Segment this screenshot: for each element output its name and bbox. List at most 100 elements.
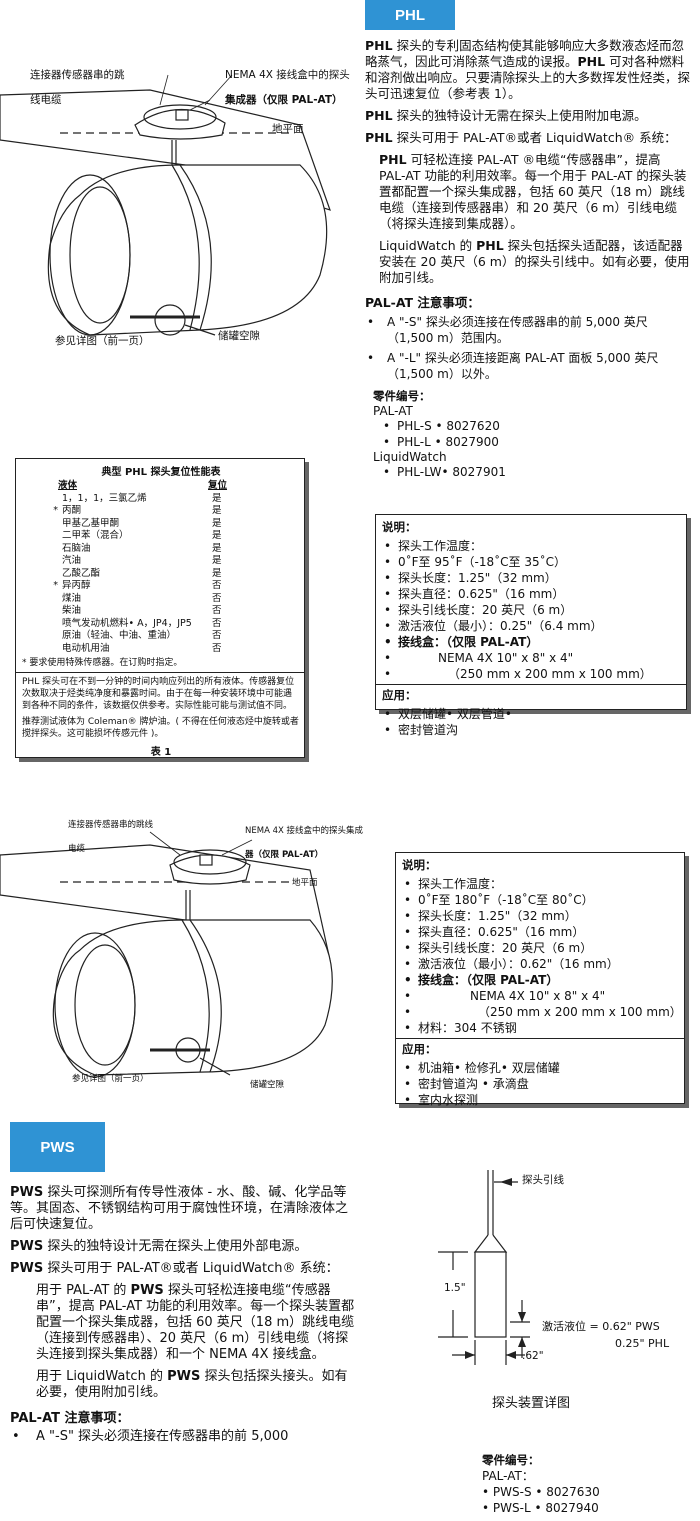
list-item: 探头直径：0.625"（16 mm） xyxy=(402,924,678,940)
phl-parts: 零件编号： PAL-AT PHL-S • 8027620 PHL-L • 802… xyxy=(373,388,690,480)
pws-paragraph-3: PWS 探头可用于 PAL-AT®或者 LiquidWatch® 系统： xyxy=(10,1261,339,1276)
table-cell-reset: 是 xyxy=(212,505,222,516)
label-activation-level-phl: 0.25" PHL xyxy=(615,1337,670,1350)
table-row: 电动机用油否 xyxy=(22,643,300,656)
list-item: 探头长度：1.25"（32 mm） xyxy=(382,570,680,586)
phl-tab: PHL xyxy=(365,0,455,30)
pws-parts: 零件编号： PAL-AT： • PWS-S • 8027630 • PWS-L … xyxy=(482,1452,682,1516)
table-cell-marker xyxy=(22,568,62,581)
table-cell-marker xyxy=(22,518,62,531)
spec-list: 探头工作温度： 0˚F至 180˚F（-18˚C至 80˚C） 探头长度：1.2… xyxy=(402,876,682,1036)
list-item: NEMA 4X 10" x 8" x 4" xyxy=(382,650,680,666)
label-jumper-cable: 连接器传感器串的跳 xyxy=(30,69,125,81)
list-item: 激活液位（最小）：0.62"（16 mm） xyxy=(402,956,678,972)
list-item: 机油箱• 检修孔• 双层储罐 xyxy=(402,1060,678,1076)
spec-title: 说明： xyxy=(402,858,437,872)
label-tank-gap: 储罐空隙 xyxy=(250,1080,285,1090)
list-item: • PWS-L • 8027940 xyxy=(482,1501,599,1515)
label-activation-level: 激活液位 = 0.62" PWS xyxy=(542,1320,660,1333)
table-cell-liquid: 甲基乙基甲酮 xyxy=(62,517,120,529)
dim-probe-length: 1.5" xyxy=(444,1282,466,1294)
phl-palat-note-title: PAL-AT 注意事项： xyxy=(365,295,480,310)
arrow-icon xyxy=(506,1351,516,1359)
phl-paragraph-4: PHL 可轻松连接 PAL-AT ®电缆“传感器串”，提高 PAL-AT 功能的… xyxy=(379,152,687,231)
arrow-icon xyxy=(465,1351,475,1359)
phl-parts-liquidwatch: LiquidWatch xyxy=(373,450,447,464)
list-item: 探头引线长度：20 英尺（6 m） xyxy=(382,602,680,618)
phl-paragraph-1: PHL 探头的专利固态结构使其能够响应大多数液态烃而忽略蒸气，因此可消除蒸气造成… xyxy=(365,38,691,101)
label-ground-plane: 地平面 xyxy=(292,878,318,888)
label-see-detail: 参见详图（前一页） xyxy=(55,335,150,347)
app-title: 应用： xyxy=(382,688,417,702)
pws-paragraph-2: PWS 探头的独特设计无需在探头上使用外部电源。 xyxy=(10,1239,308,1254)
table-cell-marker xyxy=(22,643,62,656)
dim-probe-diameter: .62" xyxy=(522,1350,544,1362)
table-caption: 表 1 xyxy=(150,747,172,758)
phl-paragraph-5: LiquidWatch 的 PHL 探头包括探头适配器，该适配器安装在 20 英… xyxy=(379,238,690,285)
probe-illustration xyxy=(438,1170,640,1419)
table-cell-marker xyxy=(22,555,62,568)
table-cell-reset: 否 xyxy=(212,580,222,591)
pws-tab: PWS xyxy=(10,1122,105,1172)
table-cell-reset: 否 xyxy=(212,642,222,654)
pws-paragraph-5: 用于 LiquidWatch 的 PWS 探头包括探头接头。如有必要，使用附加引… xyxy=(36,1369,348,1400)
label-probe-lead: 探头引线 xyxy=(522,1174,564,1186)
list-item: A "-L" 探头必须连接距离 PAL-AT 面板 5,000 英尺（1,500… xyxy=(365,350,690,382)
table-cell-marker xyxy=(22,530,62,543)
table-cell-liquid: 汽油 xyxy=(62,555,82,566)
table-cell-liquid: 1，1，1，三氯乙烯 xyxy=(62,492,147,504)
phl-paragraph-3: PHL 探头可用于 PAL-AT®或者 LiquidWatch® 系统： xyxy=(365,130,677,145)
pws-palat-note-list: A "-S" 探头必须连接在传感器串的前 5,000 xyxy=(10,1429,355,1445)
probe-detail-diagram: 探头引线 1.5" 激活液位 = 0.62" PWS 0.25" PHL .62… xyxy=(430,1160,695,1419)
list-item: 密封管道沟 xyxy=(382,722,680,738)
phl-parts-lw-list: PHL-LW• 8027901 xyxy=(381,464,690,480)
table-row: 二甲苯（混合）是 xyxy=(22,530,300,543)
list-item: 0˚F至 95˚F（-18˚C至 35˚C） xyxy=(382,554,680,570)
label-see-detail: 参见详图（前一页） xyxy=(72,1074,149,1084)
tank-illustration-2 xyxy=(0,831,333,1078)
list-item: A "-S" 探头必须连接在传感器串的前 5,000 xyxy=(10,1429,355,1445)
arrow-icon xyxy=(518,1312,526,1322)
table-cell-reset: 否 xyxy=(212,605,222,616)
pws-description: PWS 探头可探测所有传导性液体 - 水、酸、碱、化学品等等。其固态、不锈钢结构… xyxy=(10,1185,355,1445)
table-note-2: 推荐测试液体为 Coleman® 牌炉油。( 不得在任何液态烃中旋转或者搅拌探头… xyxy=(22,717,299,739)
table-cell-reset: 是 xyxy=(212,542,222,554)
list-item: 探头长度：1.25"（32 mm） xyxy=(402,908,678,924)
list-item: 探头工作温度： xyxy=(402,876,678,892)
phl-parts-title: 零件编号： xyxy=(373,389,431,403)
phl-reset-table: 典型 PHL 探头复位性能表 液体 复位 1，1，1，三氯乙烯是*丙酮是甲基乙基… xyxy=(15,458,305,758)
col-reset: 复位 xyxy=(208,480,228,491)
label-tank-gap: 储罐空隙 xyxy=(218,330,260,342)
table-cell-marker xyxy=(22,493,62,506)
tank-diagram-pws: 连接器传感器串的跳线 电缆 NEMA 4X 接线盒中的探头集成 器（仅限 PAL… xyxy=(0,810,364,1100)
table-cell-liquid: 乙酸乙酯 xyxy=(62,567,101,579)
list-item: A "-S" 探头必须连接在传感器串的前 5,000 英尺（1,500 m）范围… xyxy=(365,314,690,346)
arrow-icon xyxy=(500,1178,512,1186)
label-jumper-cable: 连接器传感器串的跳线 xyxy=(68,820,154,830)
list-item: 探头工作温度： xyxy=(382,538,680,554)
table-cell-liquid: 喷气发动机燃料• A，JP4，JP5 xyxy=(62,617,192,629)
list-item: 接线盒：（仅限 PAL-AT） xyxy=(402,972,678,988)
table-title: 典型 PHL 探头复位性能表 xyxy=(101,467,221,478)
pws-parts-title: 零件编号： xyxy=(482,1453,540,1467)
table-footnote: * 要求使用特殊传感器。在订购时指定。 xyxy=(22,658,183,668)
phl-description: PHL 探头的专利固态结构使其能够响应大多数液态烃而忽略蒸气，因此可消除蒸气造成… xyxy=(365,38,690,480)
table-row: 甲基乙基甲酮是 xyxy=(22,518,300,531)
spec-list: 探头工作温度： 0˚F至 95˚F（-18˚C至 35˚C） 探头长度：1.25… xyxy=(382,538,680,682)
table-cell-marker xyxy=(22,543,62,556)
app-list: 机油箱• 检修孔• 双层储罐 密封管道沟 • 承滴盘 室内水探测 xyxy=(402,1060,678,1108)
table-cell-liquid: 异丙醇 xyxy=(62,580,91,591)
table-cell-marker xyxy=(22,630,62,643)
list-item: 激活液位（最小）：0.25"（6.4 mm） xyxy=(382,618,680,634)
pws-parts-palat: PAL-AT： xyxy=(482,1469,534,1483)
list-item: 0˚F至 180˚F（-18˚C至 80˚C） xyxy=(402,892,678,908)
table-row: 1，1，1，三氯乙烯是 xyxy=(22,493,300,506)
app-list: 双层储罐• 双层管道• 密封管道沟 xyxy=(382,706,680,738)
table-row: 石脑油 是 xyxy=(22,543,300,556)
label-junction-box: NEMA 4X 接线盒中的探头集成 xyxy=(245,826,364,836)
list-item: PHL-LW• 8027901 xyxy=(381,464,690,480)
table-cell-liquid: 石脑油 xyxy=(62,542,91,554)
table-row: *异丙醇否 xyxy=(22,580,300,593)
pws-palat-note-title: PAL-AT 注意事项： xyxy=(10,1411,130,1426)
